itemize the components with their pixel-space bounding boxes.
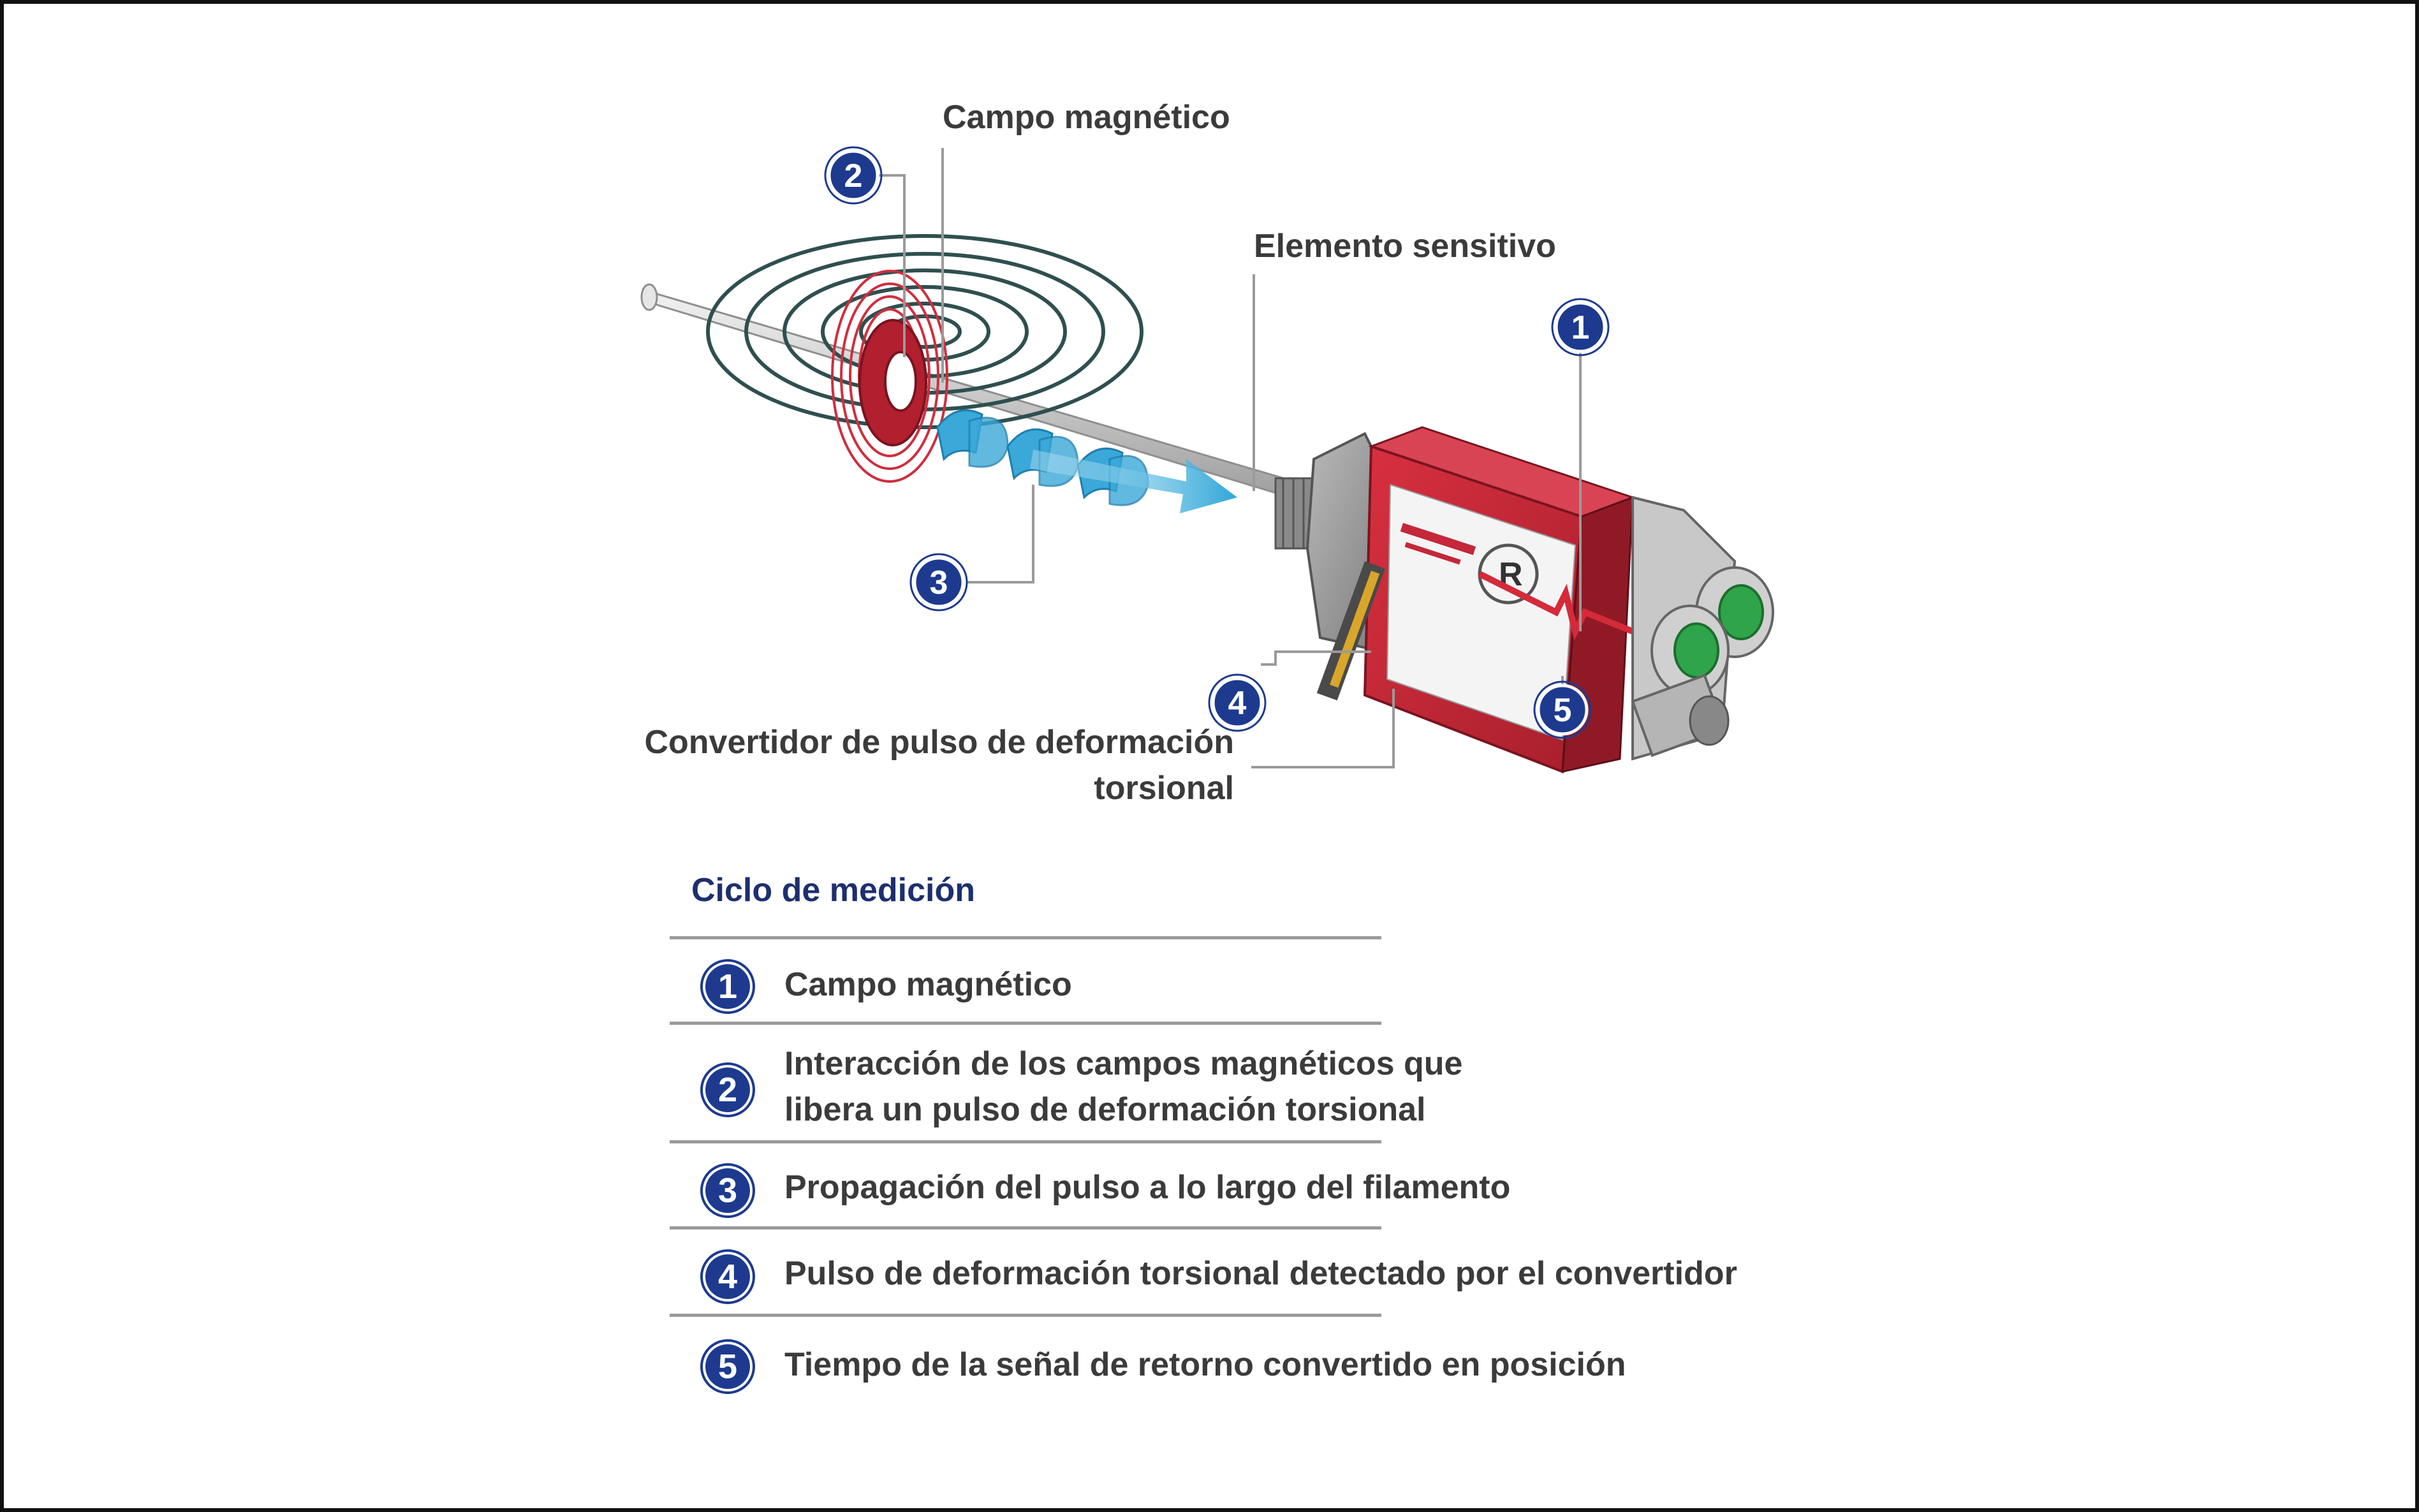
legend-item-text: Pulso de deformación torsional detectado… <box>784 1255 1737 1292</box>
legend-divider <box>670 1140 1381 1143</box>
legend-item-text: Tiempo de la señal de retorno convertido… <box>784 1346 1626 1383</box>
sensor-head: R <box>1274 426 1774 774</box>
position-magnet <box>858 319 927 446</box>
propagation-arrow <box>1030 450 1237 513</box>
legend-badge: 4 <box>703 1252 753 1302</box>
badge-number: 1 <box>1571 309 1590 346</box>
legend-badge: 2 <box>703 1065 753 1115</box>
legend-badge: 1 <box>703 962 753 1011</box>
label-converter: Convertidor de pulso de deformación tors… <box>644 724 1234 807</box>
legend-badge: 3 <box>703 1166 753 1215</box>
diagram-badge-3: 3 <box>909 553 968 612</box>
diagram-badge-5: 5 <box>1533 680 1592 739</box>
legend-divider <box>670 1022 1381 1025</box>
diagram-badge-1: 1 <box>1551 298 1610 356</box>
legend-title: Ciclo de medición <box>691 872 975 909</box>
badge-number: 3 <box>930 564 948 601</box>
badge-number: 2 <box>844 158 863 195</box>
legend-divider <box>670 1314 1381 1317</box>
legend-item-text-line-2: libera un pulso de deformación torsional <box>784 1091 1426 1128</box>
diagram-badge-2: 2 <box>824 146 883 205</box>
legend-divider <box>670 936 1381 939</box>
legend-item-text: Campo magnético <box>784 966 1072 1003</box>
sensor-rod <box>640 283 1302 503</box>
legend-divider <box>670 1226 1381 1229</box>
legend-item-text: Propagación del pulso a lo largo del fil… <box>784 1169 1511 1206</box>
label-sensing-element: Elemento sensitivo <box>1254 228 1556 265</box>
label-magnetic-field: Campo magnético <box>943 99 1230 136</box>
leader-lines <box>878 148 1582 768</box>
badge-number: 4 <box>1228 685 1247 722</box>
connector-bottom <box>1631 673 1730 758</box>
diagram-badge-4: 4 <box>1208 673 1267 732</box>
badge-number: 5 <box>1554 692 1572 729</box>
legend-badge: 5 <box>703 1342 753 1391</box>
legend-item-text-line-1: Interacción de los campos magnéticos que <box>784 1045 1463 1082</box>
